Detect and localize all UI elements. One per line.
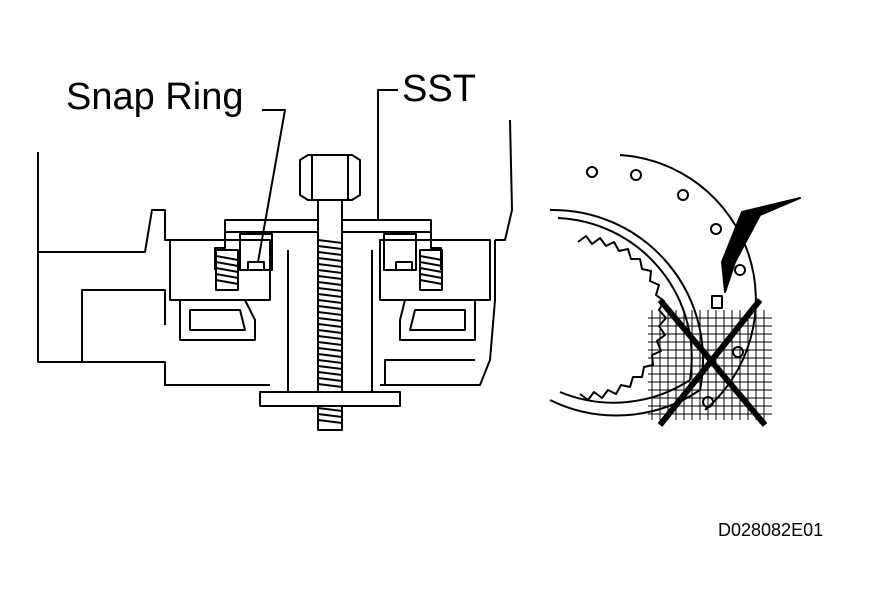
sst-label: SST bbox=[402, 68, 476, 110]
clutch-spring-right bbox=[395, 249, 476, 341]
clutch-spring-left bbox=[179, 249, 265, 341]
snap-ring-label: Snap Ring bbox=[66, 76, 244, 118]
sst-leader bbox=[377, 89, 398, 220]
sst-tool bbox=[214, 154, 442, 431]
cross-hatching bbox=[648, 310, 772, 420]
figure-code: D028082E01 bbox=[718, 520, 824, 540]
pointer-arrow-icon bbox=[721, 197, 801, 293]
snap-ring-leader bbox=[257, 109, 286, 263]
